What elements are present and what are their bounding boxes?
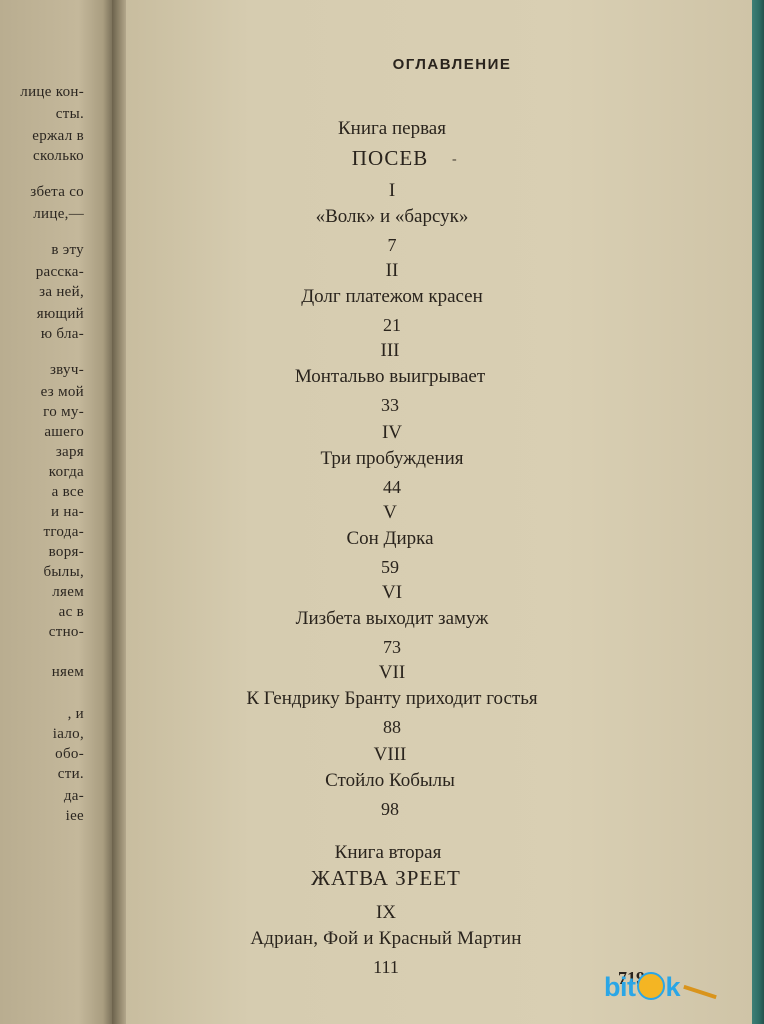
- left-page-line: в эту: [51, 242, 84, 258]
- left-page-line: стно-: [48, 624, 84, 640]
- chapter-page: 7: [387, 235, 397, 255]
- left-page-line: воря-: [48, 544, 84, 560]
- chapter-page: 44: [383, 477, 401, 497]
- left-page-line: ез мой: [40, 384, 84, 400]
- left-page-line: го му-: [43, 404, 84, 420]
- chapter-title: К Гендрику Бранту приходит гостья: [246, 688, 538, 709]
- book-cover-edge: [752, 0, 764, 1024]
- left-page-line: збета со: [30, 184, 84, 200]
- chapter-title: Три пробуждения: [320, 448, 464, 469]
- left-page-line: лице кон-: [20, 84, 84, 100]
- chapter-number: II: [385, 260, 399, 281]
- chapter-title: Долг платежом красен: [301, 286, 483, 307]
- book-2-title: ЖАТВА ЗРЕЕТ: [311, 866, 461, 890]
- chapter-number: VIII: [373, 744, 407, 765]
- book-1-label: Книга первая: [338, 118, 446, 139]
- left-page-line: обо-: [55, 746, 84, 762]
- left-page-line: яющий: [36, 306, 84, 322]
- chapter-number: V: [383, 502, 397, 523]
- left-page-line: іало,: [52, 726, 84, 742]
- book-gutter: [112, 0, 126, 1024]
- chapter-title: Сон Дирка: [346, 528, 434, 549]
- chapter-title: Лизбета выходит замуж: [295, 608, 489, 629]
- chapter-page: 59: [381, 557, 399, 577]
- chapter-page: 111: [373, 957, 399, 977]
- chapter-page: 98: [381, 799, 399, 819]
- left-page-line: іее: [65, 808, 84, 824]
- left-page-line: былы,: [43, 564, 84, 580]
- chapter-page: 21: [383, 315, 401, 335]
- left-page: лице кон-сты. ержал в сколько збета со лице,…: [0, 0, 112, 1024]
- left-page-line: когда: [48, 464, 84, 480]
- left-page-line: расска-: [35, 264, 84, 280]
- chapter-title: «Волк» и «барсук»: [315, 206, 469, 227]
- chapter-number: IV: [381, 422, 403, 443]
- left-page-line: няем: [51, 664, 84, 680]
- chapter-page: 73: [383, 637, 401, 657]
- chapter-number: III: [380, 340, 400, 361]
- left-page-line: ляем: [52, 584, 84, 600]
- book-1-title: ПОСЕВ: [351, 146, 429, 170]
- left-page-line: , и: [67, 706, 84, 722]
- chapter-page: 88: [383, 717, 401, 737]
- left-page-line: ашего: [44, 424, 84, 440]
- chapter-number: VII: [378, 662, 406, 683]
- chapter-number: IX: [375, 902, 397, 923]
- chapter-number: I: [388, 180, 396, 201]
- left-page-line: ержал в: [32, 128, 84, 144]
- watermark-text-right: k: [665, 972, 681, 1002]
- left-page-line: за ней,: [39, 284, 84, 300]
- left-page-line: да-: [63, 788, 84, 804]
- left-page-line: ю бла-: [40, 326, 84, 342]
- left-page-line: сты.: [55, 106, 84, 122]
- left-page-line: звуч-: [49, 362, 84, 378]
- chapter-title: Монтальво выигрывает: [294, 366, 486, 387]
- left-page-line: а все: [51, 484, 84, 500]
- left-page-line: сколько: [33, 148, 84, 164]
- book-2-label: Книга вторая: [334, 842, 442, 863]
- coin-icon: [636, 972, 665, 1000]
- chapter-title: Стойло Кобылы: [325, 770, 455, 791]
- right-page: ОГЛАВЛЕНИЕ Книга первая ПОСЕВ - I «Волк»…: [126, 0, 752, 1024]
- left-page-line: тгода-: [43, 524, 84, 540]
- chapter-title: Адриан, Фой и Красный Мартин: [250, 928, 522, 949]
- pen-icon: [683, 984, 717, 1000]
- dash-mark: -: [452, 152, 457, 167]
- chapter-page: 33: [381, 395, 399, 415]
- watermark-text-left: bit: [604, 972, 636, 1002]
- chapter-number: VI: [381, 582, 403, 603]
- left-page-line: сти.: [57, 766, 84, 782]
- left-page-line: заря: [55, 444, 84, 460]
- toc-heading: ОГЛАВЛЕНИЕ: [392, 56, 512, 73]
- left-page-line: лице,—: [33, 206, 84, 222]
- left-page-line: ас в: [58, 604, 84, 620]
- left-page-line: и на-: [51, 504, 84, 520]
